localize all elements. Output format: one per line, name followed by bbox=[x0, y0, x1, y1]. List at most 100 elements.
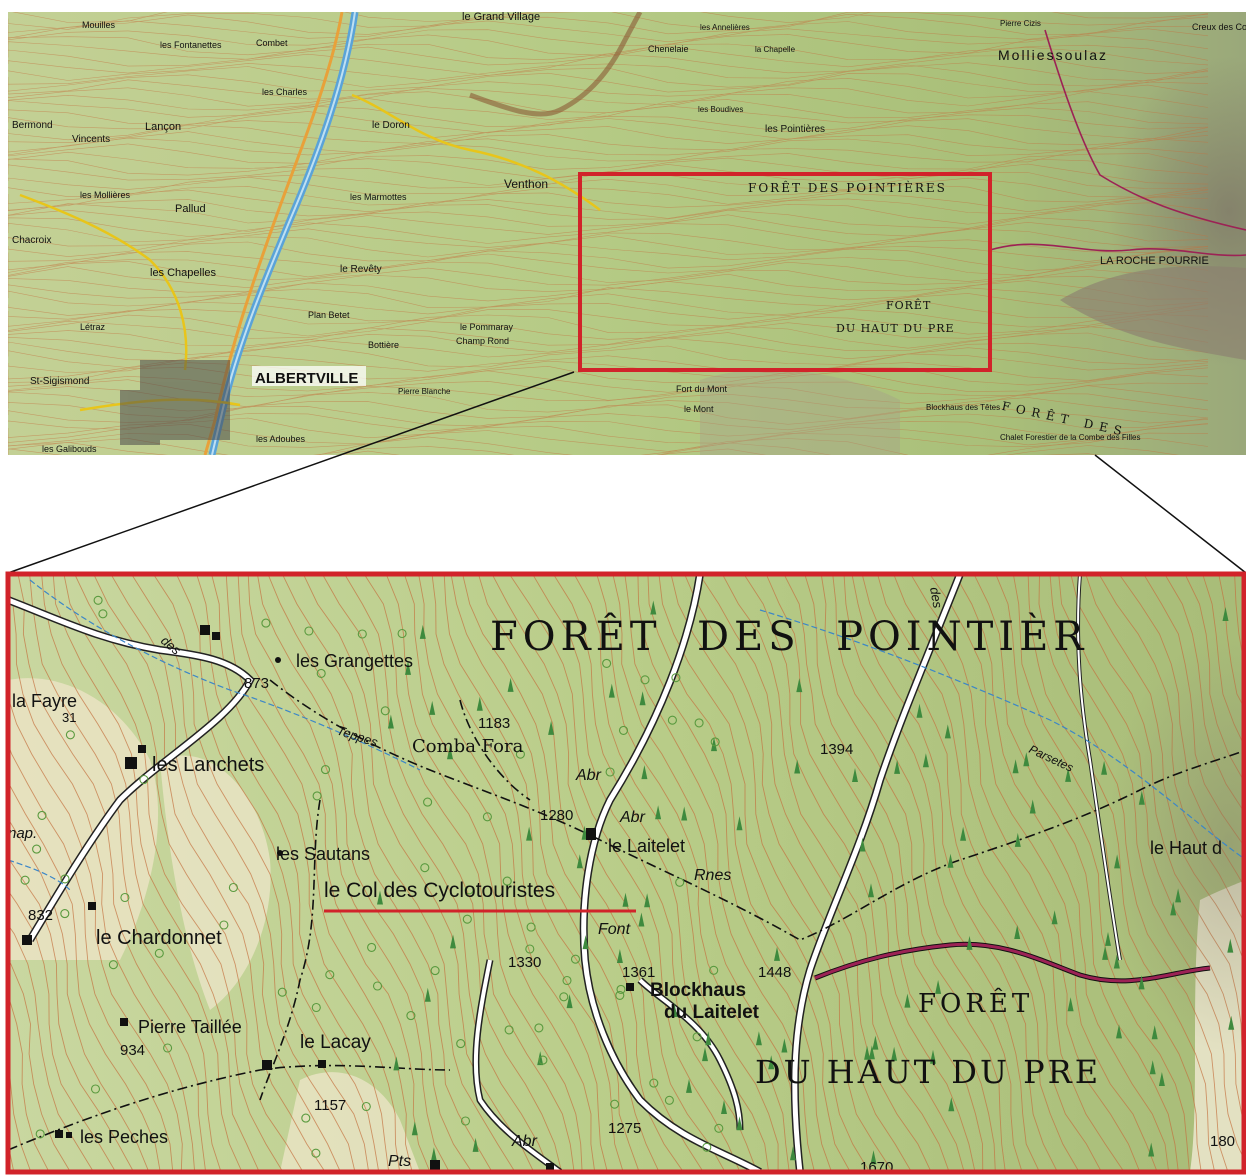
ov-place-fort-du-mont: Fort du Mont bbox=[676, 384, 728, 394]
conifer-symbol bbox=[1067, 997, 1074, 1012]
deciduous-symbol bbox=[664, 1095, 674, 1105]
conifer-symbol bbox=[1222, 607, 1229, 621]
conifer-symbol bbox=[387, 714, 394, 729]
place-blockhaus: Blockhaus bbox=[650, 980, 746, 1001]
conifer-symbol bbox=[891, 1046, 898, 1061]
deciduous-symbol bbox=[618, 725, 629, 735]
conifer-symbol bbox=[1170, 901, 1177, 916]
col-des-cyclotouristes-label: le Col des Cyclotouristes bbox=[324, 879, 555, 902]
conifer-symbol bbox=[1029, 799, 1036, 814]
deciduous-symbol bbox=[304, 626, 314, 636]
conifer-symbol bbox=[411, 1121, 418, 1136]
ov-place-creux: Creux des Cou bbox=[1192, 22, 1246, 32]
overview-contour-line bbox=[8, 12, 1209, 23]
ov-place-combet: Combet bbox=[256, 38, 288, 48]
conifer-symbol bbox=[616, 949, 623, 963]
ov-place-pointieres: les Pointières bbox=[765, 124, 825, 135]
ov-place-bottiere: Bottière bbox=[368, 340, 399, 350]
conifer-symbol bbox=[582, 935, 589, 950]
deciduous-symbol bbox=[420, 863, 430, 873]
ov-place-doron: le Doron bbox=[372, 120, 410, 131]
deciduous-symbol bbox=[277, 987, 287, 997]
conifer-symbol bbox=[1227, 938, 1234, 953]
ov-town-albertville: ALBERTVILLE bbox=[255, 370, 358, 387]
place-comba-fora: Comba Fora bbox=[412, 736, 524, 757]
detail-deciduous-symbols bbox=[20, 595, 724, 1158]
conifer-symbol bbox=[852, 768, 858, 782]
deciduous-symbol bbox=[20, 875, 30, 885]
detail-contour-line bbox=[8, 574, 207, 1172]
place-laitelet: le Laitelet bbox=[608, 836, 685, 856]
conifer-symbol bbox=[655, 805, 662, 820]
overview-contour-line bbox=[8, 13, 1209, 35]
conifer-symbol bbox=[1113, 954, 1120, 969]
label-pts: Pts bbox=[388, 1153, 411, 1170]
conifer-symbol bbox=[650, 600, 657, 615]
deciduous-symbol bbox=[605, 767, 615, 777]
detail-contour-line bbox=[184, 574, 390, 1172]
conifer-symbol bbox=[864, 1045, 871, 1060]
overview-contour-line bbox=[8, 20, 1209, 43]
conifer-symbol bbox=[868, 883, 874, 898]
deciduous-symbol bbox=[397, 628, 407, 639]
overview-contour-line bbox=[8, 131, 1209, 154]
deciduous-symbol bbox=[502, 876, 512, 886]
detail-contour-line bbox=[321, 574, 551, 1172]
conifer-symbol bbox=[447, 745, 453, 760]
conifer-symbol bbox=[859, 837, 866, 852]
detail-contour-line bbox=[8, 588, 196, 1172]
deciduous-symbol bbox=[325, 970, 335, 980]
conifer-symbol bbox=[947, 853, 954, 868]
conifer-symbol bbox=[755, 1031, 762, 1046]
conifer-symbol bbox=[526, 826, 533, 841]
overview-contour-line bbox=[8, 105, 1209, 128]
detail-trails bbox=[8, 679, 1246, 1151]
deciduous-symbol bbox=[671, 673, 681, 683]
conifer-symbol bbox=[916, 703, 923, 718]
conifer-symbol bbox=[960, 826, 967, 841]
deciduous-symbol bbox=[559, 992, 569, 1002]
conifer-symbol bbox=[576, 854, 583, 869]
place-lacay: le Lacay bbox=[300, 1032, 371, 1053]
connector-line-left bbox=[7, 371, 575, 574]
elev-934: 934 bbox=[120, 1042, 145, 1059]
deciduous-symbol bbox=[380, 706, 390, 716]
elev-1448: 1448 bbox=[758, 964, 791, 981]
deciduous-symbol bbox=[406, 1011, 416, 1021]
conifer-symbol bbox=[681, 806, 688, 821]
conifer-symbol bbox=[1012, 759, 1019, 774]
deciduous-symbol bbox=[316, 668, 326, 678]
deciduous-symbol bbox=[456, 1039, 466, 1049]
elev-832: 832 bbox=[28, 907, 53, 924]
ov-place-pommaray: le Pommaray bbox=[460, 322, 514, 332]
ov-place-plan-betet: Plan Betet bbox=[308, 310, 350, 320]
ov-place-lancon: Lançon bbox=[145, 121, 181, 133]
deciduous-symbol bbox=[320, 765, 331, 775]
detail-contour-line bbox=[616, 574, 815, 1172]
detail-contour-line bbox=[698, 574, 932, 1172]
deciduous-symbol bbox=[702, 1142, 712, 1152]
deciduous-symbol bbox=[462, 914, 472, 924]
place-haut-du: le Haut d bbox=[1150, 838, 1222, 858]
detail-contour-line bbox=[74, 574, 304, 1172]
inset-rectangle bbox=[578, 172, 992, 372]
ov-place-fontanettes: les Fontanettes bbox=[160, 40, 222, 50]
conifer-symbol bbox=[671, 1003, 678, 1017]
detail-contour-line bbox=[8, 958, 71, 1172]
elev-1275: 1275 bbox=[608, 1120, 641, 1137]
conifer-symbol bbox=[1014, 925, 1021, 939]
deciduous-symbol bbox=[219, 920, 229, 930]
overview-contour-line bbox=[8, 151, 1209, 170]
conifer-symbol bbox=[781, 1038, 788, 1053]
conifer-symbol bbox=[548, 720, 555, 735]
overview-contour-line bbox=[8, 28, 1209, 46]
label-abr-1: Abr bbox=[575, 767, 602, 784]
conifer-symbol bbox=[711, 737, 717, 752]
conifer-symbol bbox=[641, 765, 648, 780]
detail-frame bbox=[5, 571, 1246, 1175]
conifer-symbol bbox=[622, 892, 629, 907]
ov-place-chenelaie: Chenelaie bbox=[648, 44, 689, 54]
overview-contour-line bbox=[8, 124, 1209, 146]
conifer-symbol bbox=[405, 660, 411, 675]
deciduous-symbol bbox=[570, 954, 581, 964]
